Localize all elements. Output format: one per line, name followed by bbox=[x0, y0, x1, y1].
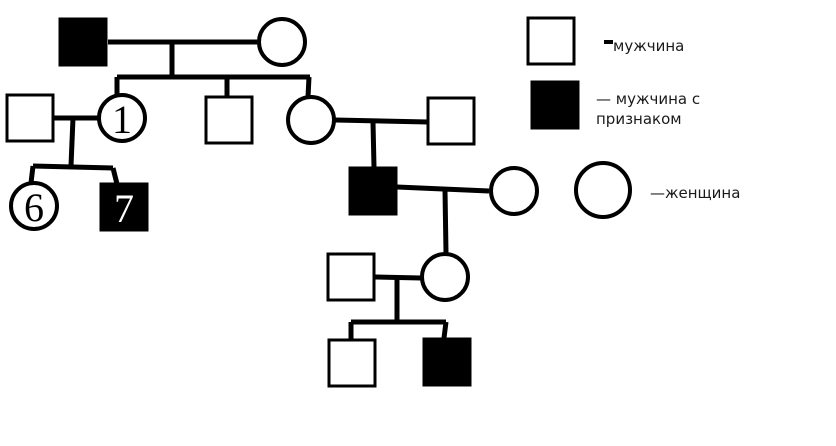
descent-line bbox=[370, 121, 377, 168]
individual-ii-5-square bbox=[426, 96, 476, 146]
individual-ii-4-circle bbox=[286, 95, 336, 145]
individual-ii-2-circle bbox=[97, 93, 147, 143]
legend-affected-line2: признаком bbox=[596, 110, 682, 128]
legend-affected-male-label: — мужчина с признаком bbox=[596, 89, 700, 129]
legend-male-label: мужчина bbox=[604, 36, 684, 56]
individual-ii-2-number: 1 bbox=[112, 97, 132, 142]
individual-iii-2-square bbox=[99, 182, 149, 232]
individual-iii-3-square bbox=[348, 166, 398, 216]
sibship-line bbox=[32, 163, 114, 171]
child-line bbox=[110, 167, 120, 185]
descent-line bbox=[68, 117, 76, 167]
legend-male-text: мужчина bbox=[613, 37, 685, 55]
legend-affected-line1: — мужчина с bbox=[596, 90, 701, 108]
marriage-line bbox=[396, 184, 490, 194]
marriage-line bbox=[334, 117, 429, 125]
legend-male-symbol-square bbox=[526, 16, 576, 66]
individual-ii-3-square bbox=[204, 95, 254, 145]
descent-line bbox=[442, 189, 449, 254]
individual-iii-1-number: 6 bbox=[24, 185, 44, 230]
individual-iii-4-circle bbox=[489, 166, 539, 216]
individual-v-2-square bbox=[422, 337, 472, 387]
child-line bbox=[441, 321, 449, 339]
child-line bbox=[28, 165, 36, 184]
individual-iv-1-square bbox=[326, 252, 376, 302]
individual-ii-1-square bbox=[5, 93, 55, 143]
child-line bbox=[305, 76, 312, 98]
individual-iii-2-number: 7 bbox=[114, 186, 134, 231]
individual-v-1-square bbox=[327, 338, 377, 388]
legend-affected-male-symbol-square bbox=[530, 80, 580, 130]
legend-male-dash bbox=[604, 40, 613, 44]
individual-iii-1-circle bbox=[9, 181, 59, 231]
marriage-line bbox=[374, 274, 422, 281]
legend-female-label: —женщина bbox=[650, 184, 741, 202]
individual-iv-2-circle bbox=[420, 252, 470, 302]
individual-i-2-circle bbox=[257, 17, 307, 67]
legend-female-symbol bbox=[574, 161, 632, 219]
individual-i-1-square bbox=[58, 17, 108, 67]
